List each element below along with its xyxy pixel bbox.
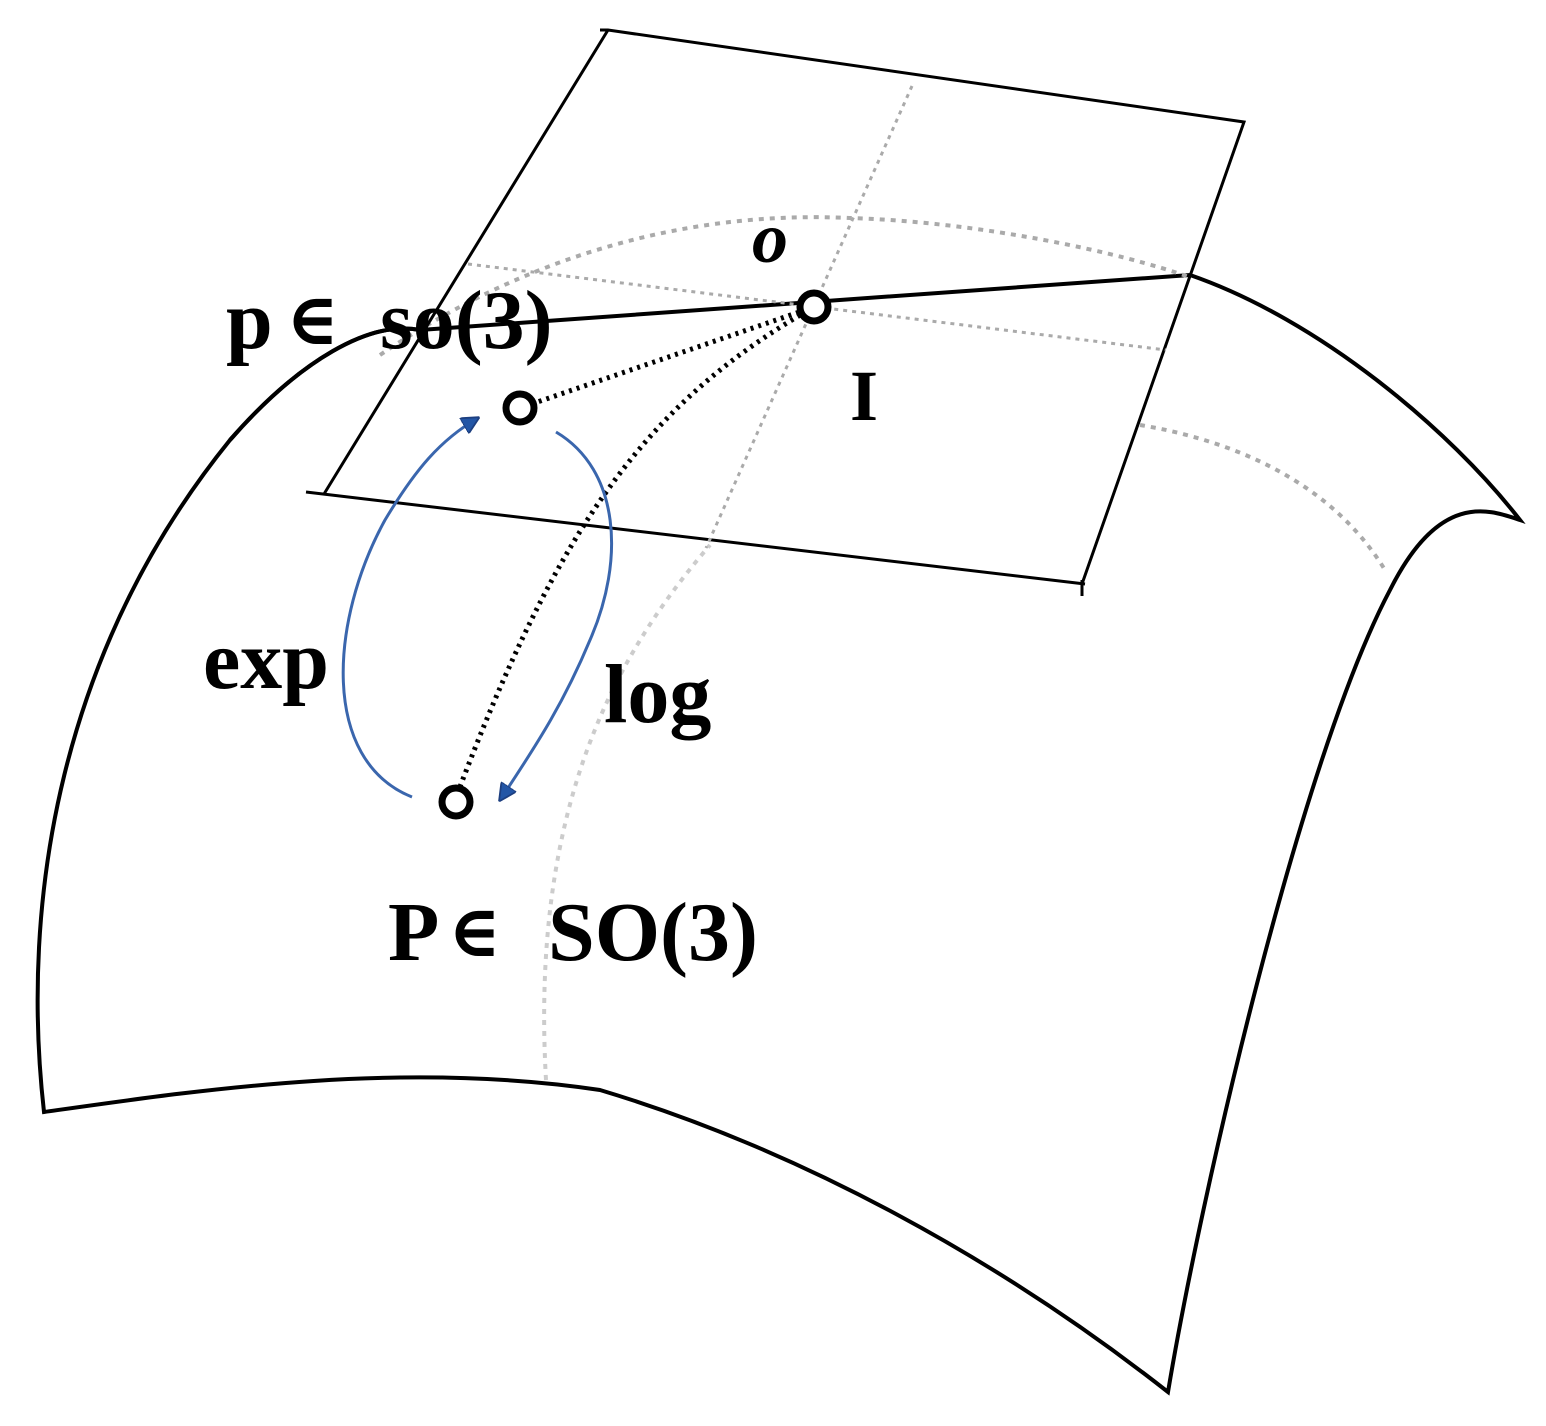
group-set-label: SO(3)	[548, 886, 758, 979]
identity-label: I	[850, 356, 878, 436]
identity-point	[796, 289, 832, 325]
log-label: log	[604, 648, 711, 741]
lie-algebra-set-label: so(3)	[380, 274, 553, 367]
exp-label: exp	[203, 614, 329, 707]
lie-algebra-point	[502, 390, 538, 426]
group-point-label: P	[388, 886, 439, 979]
manifold-top-arc-guide	[378, 215, 1193, 357]
lie-algebra-point-label: p	[226, 274, 273, 367]
origin-label: o	[752, 198, 788, 278]
manifold-surface	[35, 272, 1526, 1396]
tangent-plane-bottom-edge	[305, 490, 1086, 586]
group-element-of: ∈	[448, 892, 501, 972]
manifold-upper-edge	[228, 326, 421, 442]
lie-algebra-element-of: ∈	[286, 280, 339, 360]
group-point	[438, 784, 474, 820]
manifold-right-guide	[1139, 423, 1387, 572]
exp-arrow	[341, 418, 478, 799]
tangent-plane-outline	[600, 28, 1247, 585]
log-arrow	[500, 430, 613, 800]
tangent-plane-left-edge	[322, 29, 610, 495]
